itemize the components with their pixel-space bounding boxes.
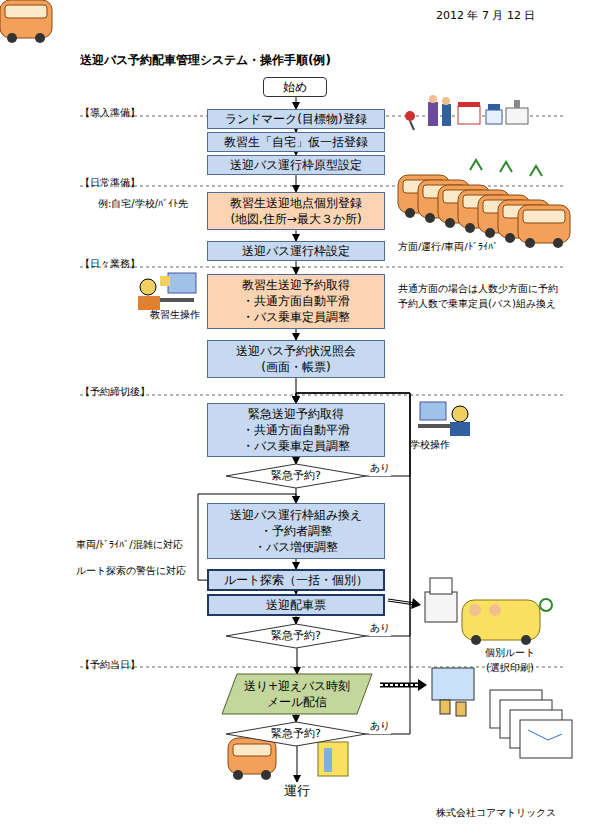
node-text: 始め [283,79,307,95]
node-text: 送迎バス運行枠原型設定 [230,157,362,173]
process-box: 送迎バス運行枠原型設定 [207,155,385,175]
note-label: 【予約締切後】 [80,385,150,400]
note-label: 例:自宅/学校/ﾊﾞｲﾄ先 [98,197,188,212]
student-pc-figure [138,273,196,310]
landmark-icons [405,95,528,130]
process-box: 教習生「自宅」仮一括登録 [207,132,385,152]
node-text: ・バス乗車定員調整 [242,438,350,454]
node-text: ・共通方面自動平滑 [242,422,350,438]
note-label: 【導入準備】 [80,106,140,121]
edge-label: あり [369,719,391,734]
node-text: ・予約者調整 [260,523,332,539]
node-text: 教習生送迎地点個別登録 [230,195,362,211]
node-text: 送迎バス予約状況照会 [236,343,356,359]
flow-connector [297,746,298,782]
process-box: 送迎バス運行枠設定 [207,241,385,261]
flow-connector [296,714,297,722]
note-label: 【日々業務】 [80,257,140,272]
node-text: 緊急送迎予約取得 [248,406,344,422]
node-text: 教習生「自宅」仮一括登録 [224,134,368,150]
note-label: 【予約当日】 [80,658,140,673]
section-lines [80,116,565,667]
terminal-box: 始め [263,77,327,97]
flow-connector [297,648,298,674]
shape-outline [226,624,366,648]
note-label: 共通方面の場合は人数少方面に予約 予約人数で乗車定員(バス)組み換え [398,282,568,311]
note-label: 2012 年 7 月 12 日 [436,8,535,24]
node-text: 緊急予約? [271,727,321,742]
node-text: (地図,住所→最大３か所) [230,211,361,227]
flow-connector [296,616,297,624]
flow-connector [296,230,297,241]
node-text: 運行 [284,782,310,800]
node-text: ルート探索（一括・個別） [224,572,368,588]
node-text: 送迎バス運行枠組み換え [230,507,362,523]
node-text: ・共通方面自動平滑 [242,293,350,309]
node-text: 緊急予約? [271,629,321,644]
node-text: 緊急予約? [271,469,321,484]
node-text: 教習生送迎予約取得 [242,277,350,293]
process-box: 送迎バス予約状況照会(画面・帳票) [207,340,385,378]
shape-outline [226,722,366,746]
note-label: 株式会社コアマトリックス [436,806,556,821]
flow-connector [296,457,297,464]
flow-connector [296,261,297,274]
note-label: ルート探索の警告に対応 [76,564,186,579]
shape-outline [226,464,366,488]
school-pc-figure [418,402,470,436]
process-box: 送迎バス運行枠組み換え・予約者調整・バス増便調整 [207,503,385,559]
decision-diamond: 緊急予約? [226,464,366,488]
node-text: 送り+迎えバス時刻 [244,678,350,694]
node-text: メール配信 [267,694,327,710]
edge-label: あり [369,461,391,476]
node-text: 送迎バス運行枠設定 [242,243,350,259]
mail-delivery [380,668,474,716]
bus-fleet [0,0,570,248]
flow-connector [296,97,297,109]
operation-box: 教習生送迎地点個別登録(地図,住所→最大３か所) [207,192,385,230]
node-text: ・バス増便調整 [254,539,338,555]
end-label: 運行 [278,782,316,800]
print-output [388,578,552,645]
route-map-sheets [490,690,572,758]
edge-label: あり [369,621,391,636]
decision-diamond: 緊急予約? [226,624,366,648]
note-label: 【日常準備】 [80,176,140,191]
operation-box: 教習生送迎予約取得・共通方面自動平滑・バス乗車定員調整 [207,274,385,329]
shape-outline [222,674,372,714]
output-box: 送迎配車票 [207,594,385,616]
flow-connector [296,329,297,340]
decision-diamond: 緊急予約? [226,722,366,746]
note-label: 学校操作 [410,438,450,453]
note-label: 個別ルート (選択印刷) [482,646,538,675]
io-parallelogram: 送り+迎えバス時刻メール配信 [222,674,372,714]
flow-connector [296,175,297,192]
node-text: 送迎配車票 [266,597,326,613]
node-text: (画面・帳票) [261,359,330,375]
node-text: ランドマーク(目標物)登録 [225,111,366,127]
process-box: 緊急送迎予約取得・共通方面自動平滑・バス乗車定員調整 [207,403,385,457]
note-label: 方面/運行/車両/ﾄﾞﾗｲﾊﾞ [398,240,498,254]
node-text: ・バス乗車定員調整 [242,309,350,325]
note-label: 教習生操作 [150,308,200,323]
process-box: ランドマーク(目標物)登録 [207,109,385,129]
flow-connector [296,559,297,569]
page-title: 送迎バス予約配車管理システム・操作手順(例) [80,52,331,69]
note-label: 車両/ﾄﾞﾗｲﾊﾞ/混雑に対応 [76,538,183,553]
output-box: ルート探索（一括・個別） [207,569,385,591]
